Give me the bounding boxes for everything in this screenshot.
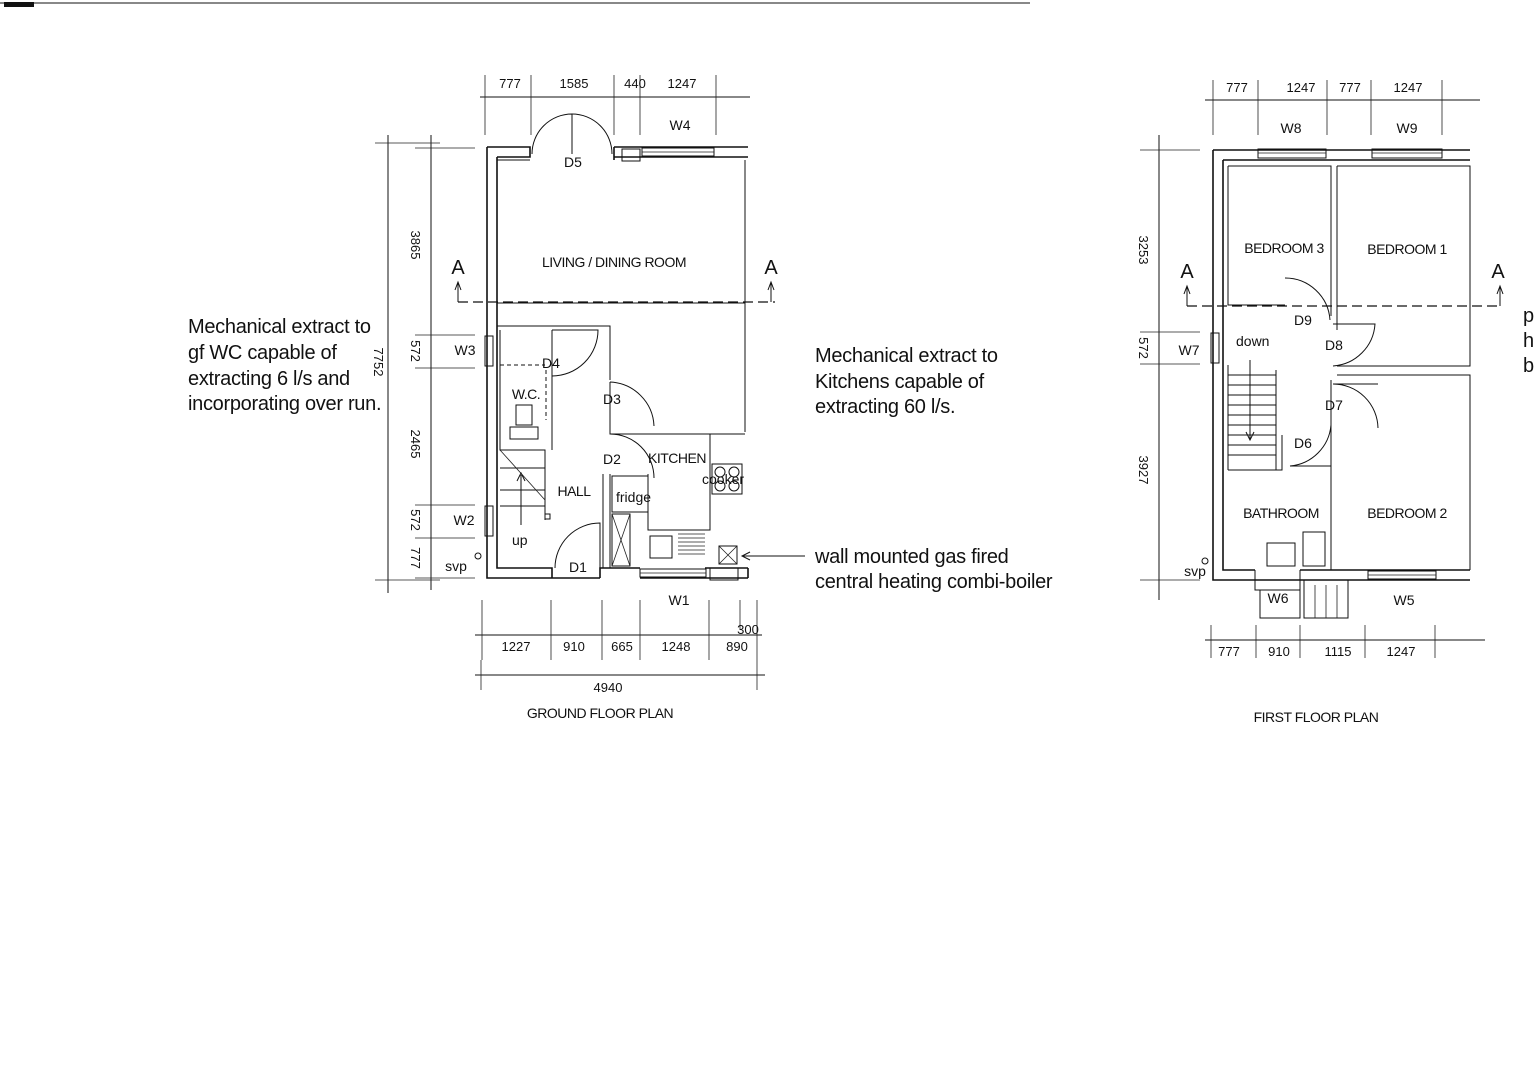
- first-floor-section-line: [1183, 284, 1504, 307]
- gf-dim-bottom-5: 890: [726, 639, 748, 654]
- ff-label-stairs-down: down: [1236, 333, 1269, 349]
- gf-room-kitchen: KITCHEN: [648, 450, 706, 466]
- first-floor-title: FIRST FLOOR PLAN: [1254, 709, 1379, 725]
- gf-room-wc: W.C.: [512, 386, 540, 402]
- kitchen-note-line-3: extracting 60 l/s.: [815, 396, 955, 418]
- gf-dim-bottom-extra: 300: [737, 622, 759, 637]
- first-floor-plan: 777 1247 777 1247 3253 572 3927 777 910 …: [1136, 80, 1505, 725]
- gf-dim-bottom-1: 1227: [502, 639, 531, 654]
- gf-dim-bottom-4: 1248: [662, 639, 691, 654]
- ff-dim-top-3: 777: [1339, 80, 1361, 95]
- ff-window-w7: W7: [1179, 342, 1200, 358]
- gf-dim-top-4: 1247: [668, 76, 697, 91]
- first-floor-external-walls: [1210, 148, 1470, 619]
- ff-dim-left-2: 572: [1136, 337, 1151, 359]
- ff-section-marker-left: A: [1180, 261, 1194, 283]
- ff-section-marker-right: A: [1491, 261, 1505, 283]
- gf-dim-left-2: 572: [408, 340, 423, 362]
- ff-door-d8: D8: [1325, 337, 1343, 353]
- scan-top-border: [0, 2, 1030, 7]
- ground-floor-section-line: [454, 280, 775, 303]
- ff-door-d9: D9: [1294, 312, 1312, 328]
- gf-dim-left-1: 3865: [408, 231, 423, 260]
- wc-note-line-3: extracting 6 l/s and: [188, 368, 350, 390]
- gf-door-d4: D4: [542, 355, 560, 371]
- wc-extract-note: Mechanical extract to gf WC capable of e…: [188, 316, 382, 415]
- gf-label-stairs-up: up: [512, 532, 528, 548]
- gf-dim-top-3: 440: [624, 76, 646, 91]
- ff-dim-bottom-2: 910: [1268, 644, 1290, 659]
- gf-dim-left-5: 777: [408, 547, 423, 569]
- gf-dim-top-1: 777: [499, 76, 521, 91]
- wc-note-line-2: gf WC capable of: [188, 342, 337, 364]
- gf-dim-left-4: 572: [408, 509, 423, 531]
- edge-letter-1: p: [1523, 305, 1534, 327]
- gf-door-d2: D2: [603, 451, 621, 467]
- boiler-note-line-1: wall mounted gas fired: [814, 546, 1009, 568]
- gf-window-w4: W4: [670, 117, 691, 133]
- gf-window-w1: W1: [669, 592, 690, 608]
- ff-window-w6: W6: [1268, 590, 1289, 606]
- ff-dim-bottom-3: 1115: [1325, 644, 1352, 659]
- ff-window-w8: W8: [1281, 120, 1302, 136]
- gf-label-svp: svp: [445, 558, 467, 574]
- first-floor-dimension-lines: [1140, 80, 1485, 658]
- ff-label-svp: svp: [1184, 563, 1206, 579]
- gf-door-d3: D3: [603, 391, 621, 407]
- ff-door-d6: D6: [1294, 435, 1312, 451]
- gf-dim-bottom-3: 665: [611, 639, 633, 654]
- gf-dim-top-2: 1585: [560, 76, 589, 91]
- gf-window-w3: W3: [455, 342, 476, 358]
- gf-dim-left-3: 2465: [408, 430, 423, 459]
- ground-floor-internal-walls: [474, 159, 746, 568]
- kitchen-extract-note: Mechanical extract to Kitchens capable o…: [815, 345, 998, 418]
- gf-window-w2: W2: [454, 512, 475, 528]
- first-floor-internal-walls: [1201, 165, 1471, 570]
- boiler-note: wall mounted gas fired central heating c…: [740, 546, 1053, 593]
- gf-section-marker-left: A: [451, 257, 465, 279]
- edge-letter-3: b: [1523, 355, 1534, 377]
- ff-dim-left-3: 3927: [1136, 456, 1151, 485]
- ground-floor-external-walls: [484, 146, 749, 581]
- ff-room-bedroom2: BEDROOM 2: [1367, 505, 1447, 521]
- gf-section-marker-right: A: [764, 257, 778, 279]
- gf-door-d5: D5: [564, 154, 582, 170]
- ff-dim-top-1: 777: [1226, 80, 1248, 95]
- first-floor-doors: [1284, 277, 1379, 467]
- ff-dim-bottom-1: 777: [1218, 644, 1240, 659]
- ff-dim-top-4: 1247: [1394, 80, 1423, 95]
- ff-window-w9: W9: [1397, 120, 1418, 136]
- kitchen-note-line-1: Mechanical extract to: [815, 345, 998, 367]
- ground-floor-plan: 777 1585 440 1247 3865 572 2465 572 777 …: [371, 75, 778, 721]
- ff-room-bathroom: BATHROOM: [1243, 505, 1319, 521]
- gf-door-d1: D1: [569, 559, 587, 575]
- gf-room-hall: HALL: [557, 483, 591, 499]
- kitchen-note-line-2: Kitchens capable of: [815, 371, 985, 393]
- gf-dim-overall-depth: 7752: [371, 348, 386, 377]
- gf-dim-bottom-2: 910: [563, 639, 585, 654]
- gf-room-living: LIVING / DINING ROOM: [542, 254, 686, 270]
- ff-dim-top-2: 1247: [1287, 80, 1316, 95]
- ground-floor-title: GROUND FLOOR PLAN: [527, 705, 673, 721]
- gf-label-fridge: fridge: [616, 489, 651, 505]
- edge-letter-2: h: [1523, 330, 1534, 352]
- ff-dim-left-1: 3253: [1136, 236, 1151, 265]
- ff-room-bedroom1: BEDROOM 1: [1367, 241, 1447, 257]
- ff-door-d7: D7: [1325, 397, 1343, 413]
- wc-note-line-4: incorporating over run.: [188, 393, 381, 415]
- boiler-note-line-2: central heating combi-boiler: [815, 571, 1053, 593]
- ground-floor-dimension-lines: [375, 75, 765, 690]
- gf-label-cooker: cooker: [702, 471, 744, 487]
- ff-dim-bottom-4: 1247: [1387, 644, 1416, 659]
- right-edge-clipped-text: p h b: [1523, 305, 1534, 377]
- ground-floor-doors: [531, 113, 655, 569]
- gf-dim-overall-width: 4940: [594, 680, 623, 695]
- ff-window-w5: W5: [1394, 592, 1415, 608]
- wc-note-line-1: Mechanical extract to: [188, 316, 371, 338]
- ff-room-bedroom3: BEDROOM 3: [1244, 240, 1324, 256]
